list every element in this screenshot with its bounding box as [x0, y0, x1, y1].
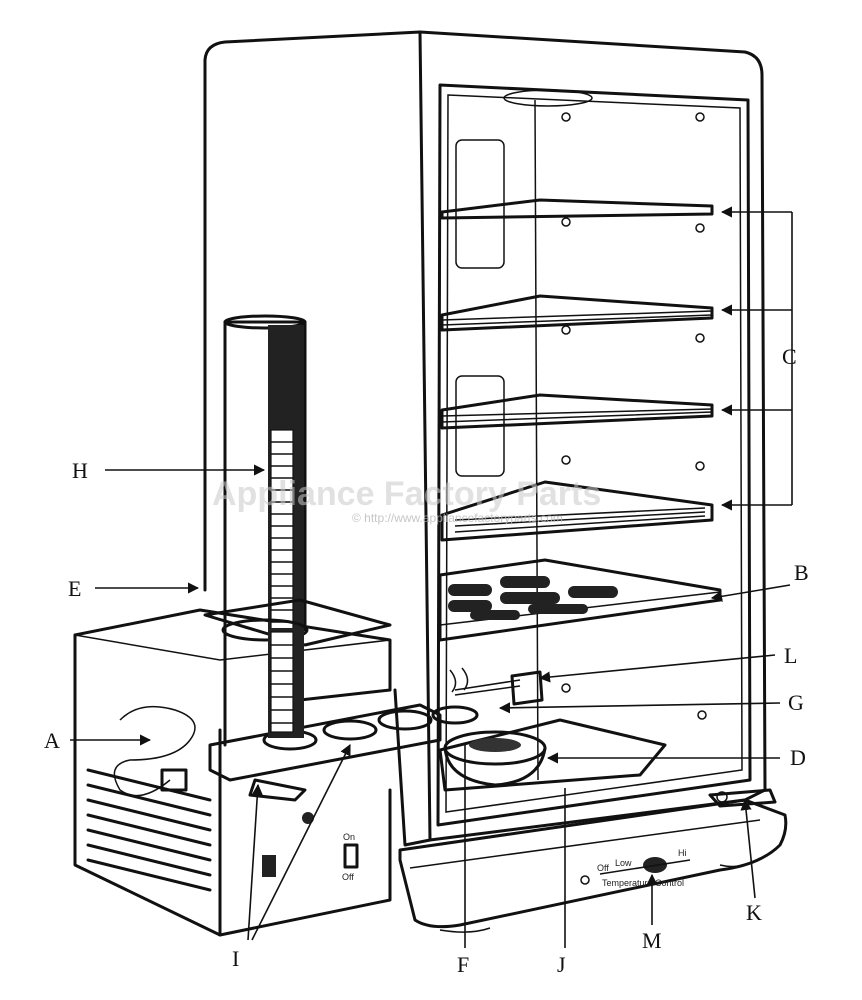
rack-1 — [440, 198, 714, 220]
control-hi-text: Hi — [678, 848, 687, 858]
callout-label-h: H — [72, 458, 88, 483]
callout-label-c: C — [782, 344, 797, 369]
control-base: Off Low Hi Temperature Control — [398, 788, 788, 933]
callout-label-i: I — [232, 946, 239, 971]
callout-label-g: G — [788, 690, 804, 715]
callout-label-a: A — [44, 728, 60, 753]
rack-2 — [440, 294, 714, 332]
bisquette-pucks — [262, 705, 479, 751]
callout-label-m: M — [642, 928, 662, 953]
drip-tray — [438, 558, 722, 642]
callout-label-f: F — [457, 952, 469, 977]
callout-label-e: E — [68, 576, 81, 601]
racks — [440, 198, 714, 542]
callout-label-d: D — [790, 745, 806, 770]
rack-4 — [440, 480, 714, 542]
watermark-text: Appliance Factory Parts — [212, 475, 601, 513]
control-low-text: Low — [615, 858, 632, 868]
control-caption-text: Temperature Control — [602, 878, 684, 888]
rack-3 — [440, 393, 714, 430]
smoke-generator: On Off — [73, 314, 479, 937]
bowl-and-tray — [438, 718, 667, 792]
callout-label-k: K — [746, 900, 762, 925]
switch-on-text: On — [343, 832, 355, 842]
watermark-sub-text: © http://www.appliancefactoryparts.com — [352, 511, 563, 525]
cabinet — [203, 30, 767, 847]
callout-label-j: J — [557, 952, 566, 977]
callout-lines — [70, 206, 793, 948]
heater-element — [449, 667, 544, 706]
callout-label-l: L — [784, 643, 797, 668]
switch-off-text: Off — [342, 872, 354, 882]
control-off-text: Off — [597, 863, 609, 873]
callout-label-b: B — [794, 560, 809, 585]
callout-labels: C B L G D K M J F I A E H — [44, 344, 809, 977]
